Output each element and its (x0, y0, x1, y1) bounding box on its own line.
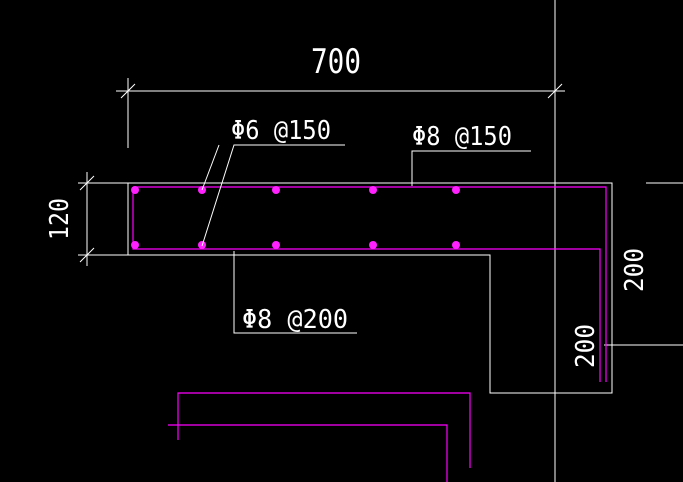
leader-top-left-branch (201, 144, 220, 191)
leader-top-right (411, 150, 531, 186)
rebar-dot (452, 241, 460, 249)
tick-right (547, 83, 563, 99)
top-rebar (133, 186, 607, 382)
leader-bottom (233, 251, 357, 334)
rebar-dot (272, 241, 280, 249)
rebar-label-top-right: Φ8 @150 (412, 122, 512, 152)
tick-top (79, 175, 95, 191)
dimension-700 (116, 78, 565, 148)
rebar-dot (369, 186, 377, 194)
leader-top-left (201, 144, 345, 247)
rebar-dot (272, 186, 280, 194)
dimension-120-label: 120 (45, 198, 75, 240)
lower-rebar-inner (168, 424, 448, 482)
rebar-dot (131, 186, 139, 194)
slab-outline (127, 182, 613, 394)
rebar-dot (131, 241, 139, 249)
rebar-label-bottom: Φ8 @200 (242, 305, 348, 335)
dimension-200-right-label: 200 (620, 248, 650, 292)
tick-bottom (79, 247, 95, 263)
rebar-dot (452, 186, 460, 194)
axis-lines (100, 0, 683, 482)
rebar-leaders (201, 144, 531, 334)
tick-left (120, 83, 136, 99)
rebar-dot (369, 241, 377, 249)
rebar-dots-bottom-row (131, 241, 460, 249)
rebar-lines (132, 186, 607, 482)
lower-rebar-outer (177, 392, 471, 468)
dimension-120 (78, 172, 128, 266)
slab-outline-path (127, 182, 613, 394)
bottom-rebar (132, 187, 601, 382)
rebar-label-top-left: Φ6 @150 (231, 116, 331, 146)
dimension-200-inner-label: 200 (571, 324, 601, 368)
dimension-700-label: 700 (311, 42, 361, 82)
